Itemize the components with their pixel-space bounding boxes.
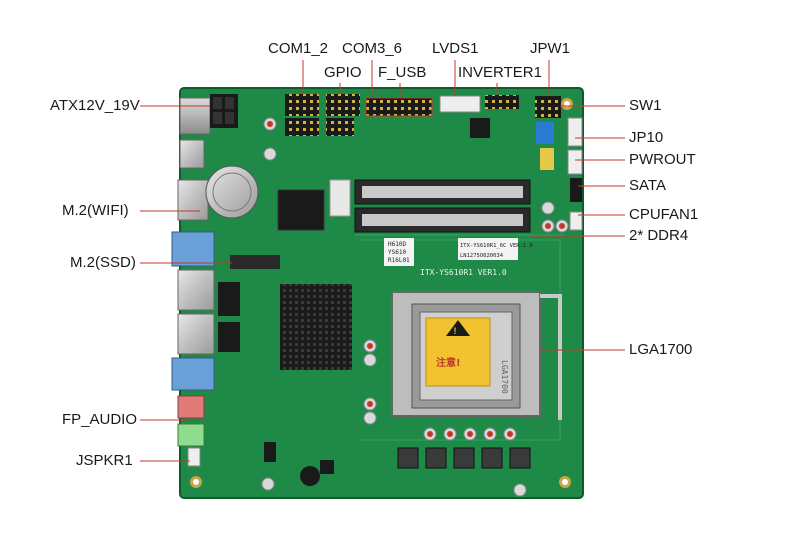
sticker-serial: LN1275O020034 xyxy=(460,253,504,259)
lan-chips xyxy=(218,282,240,352)
capacitor-tops xyxy=(267,121,565,437)
svg-text:!: ! xyxy=(454,326,457,336)
cmos-battery xyxy=(205,165,259,219)
misc-chips xyxy=(187,118,490,486)
sticker-ys610: YS610 xyxy=(388,249,406,256)
rear-io xyxy=(171,97,215,447)
label-m2-ssd: M.2(SSD) xyxy=(70,254,136,271)
label-cpufan1: CPUFAN1 xyxy=(629,206,699,223)
label-m2-wifi: M.2(WIFI) xyxy=(62,202,129,219)
vrm-chokes xyxy=(397,447,531,469)
label-sata: SATA xyxy=(629,177,666,194)
leader-lines xyxy=(140,60,625,462)
label-lga1700: LGA1700 xyxy=(629,341,693,358)
label-ddr4: 2* DDR4 xyxy=(629,227,689,244)
board-stickers: H610D YS610 R16L01 ITX-YS610R1_6C VER:1.… xyxy=(384,238,533,277)
board-model-silkscreen: ITX-YS610R1 VER1.0 xyxy=(420,268,507,277)
sticker-h610: H610D xyxy=(388,241,406,248)
label-sw1: SW1 xyxy=(629,97,662,114)
label-jp10: JP10 xyxy=(629,129,664,146)
label-pwrout: PWROUT xyxy=(629,151,696,168)
label-com3-6: COM3_6 xyxy=(342,40,403,57)
m2-slots xyxy=(230,179,351,269)
atx-power-connector xyxy=(210,94,238,128)
sticker-r16: R16L01 xyxy=(388,257,410,264)
label-fp-audio: FP_AUDIO xyxy=(62,411,138,428)
label-jpw1: JPW1 xyxy=(530,40,571,57)
label-gpio: GPIO xyxy=(324,64,362,81)
label-f-usb: F_USB xyxy=(378,64,427,81)
label-inverter1: INVERTER1 xyxy=(458,64,542,81)
label-com1-2: COM1_2 xyxy=(268,40,329,57)
cpu-socket: ! 注意! LGA1700 xyxy=(391,291,562,420)
label-atx12v: ATX12V_19V xyxy=(50,97,140,114)
capacitors xyxy=(261,117,569,497)
chipset xyxy=(277,189,325,231)
label-jspkr1: JSPKR1 xyxy=(76,452,133,469)
label-lvds1: LVDS1 xyxy=(432,40,479,57)
socket-warning-text: 注意! xyxy=(436,356,461,369)
ddr4-slots xyxy=(354,179,531,233)
top-headers xyxy=(285,94,583,231)
socket-silkscreen: LGA1700 xyxy=(500,360,509,394)
sticker-model: ITX-YS610R1_6C VER:1.0 xyxy=(460,243,533,249)
heatsink xyxy=(280,284,352,370)
